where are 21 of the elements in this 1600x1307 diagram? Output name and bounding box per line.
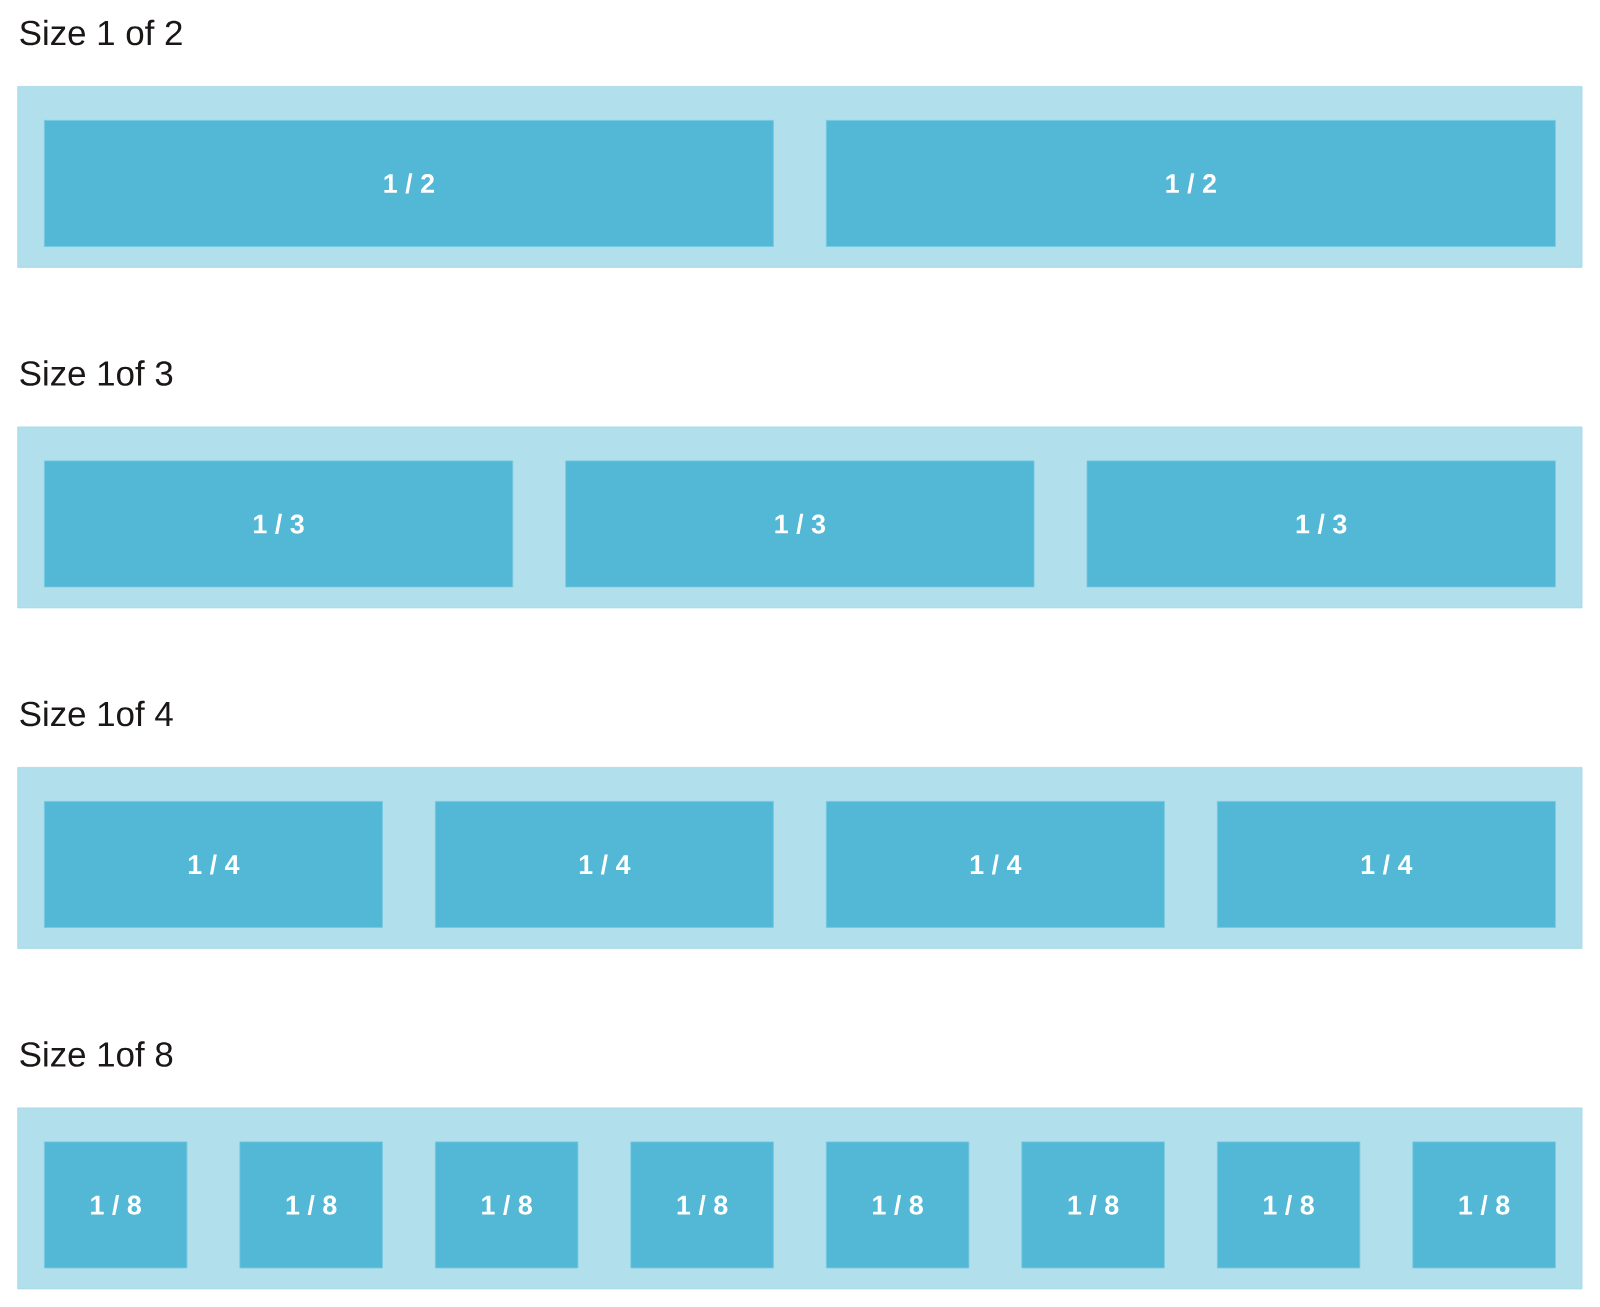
grid-cell: 1 / 2 [44,120,774,247]
grid-cell: 1 / 8 [825,1141,970,1269]
grid-cell: 1 / 8 [239,1141,383,1269]
heading: Size 1 of 2 [20,19,182,46]
grid-cell: 1 / 8 [630,1141,774,1269]
grid-cell: 1 / 4 [1216,801,1556,928]
grid-cell: 1 / 3 [565,460,1035,588]
grid-cell: 1 / 8 [44,1141,188,1269]
grid-cell: 1 / 8 [1216,1141,1361,1269]
grid-cell: 1 / 8 [1412,1141,1556,1269]
grid-cell: 1 / 4 [44,801,383,928]
grid-cell: 1 / 2 [825,120,1556,247]
grid-cell: 1 / 4 [825,801,1165,928]
grid-cell: 1 / 3 [44,460,514,588]
grid-cell: 1 / 8 [1021,1141,1165,1269]
grid-cell: 1 / 3 [1086,460,1556,588]
grid-cell: 1 / 4 [435,801,774,928]
heading: Size 1of 8 [20,1041,173,1067]
grid-cell: 1 / 8 [435,1141,579,1269]
heading: Size 1of 3 [20,360,173,386]
heading: Size 1of 4 [20,700,173,727]
